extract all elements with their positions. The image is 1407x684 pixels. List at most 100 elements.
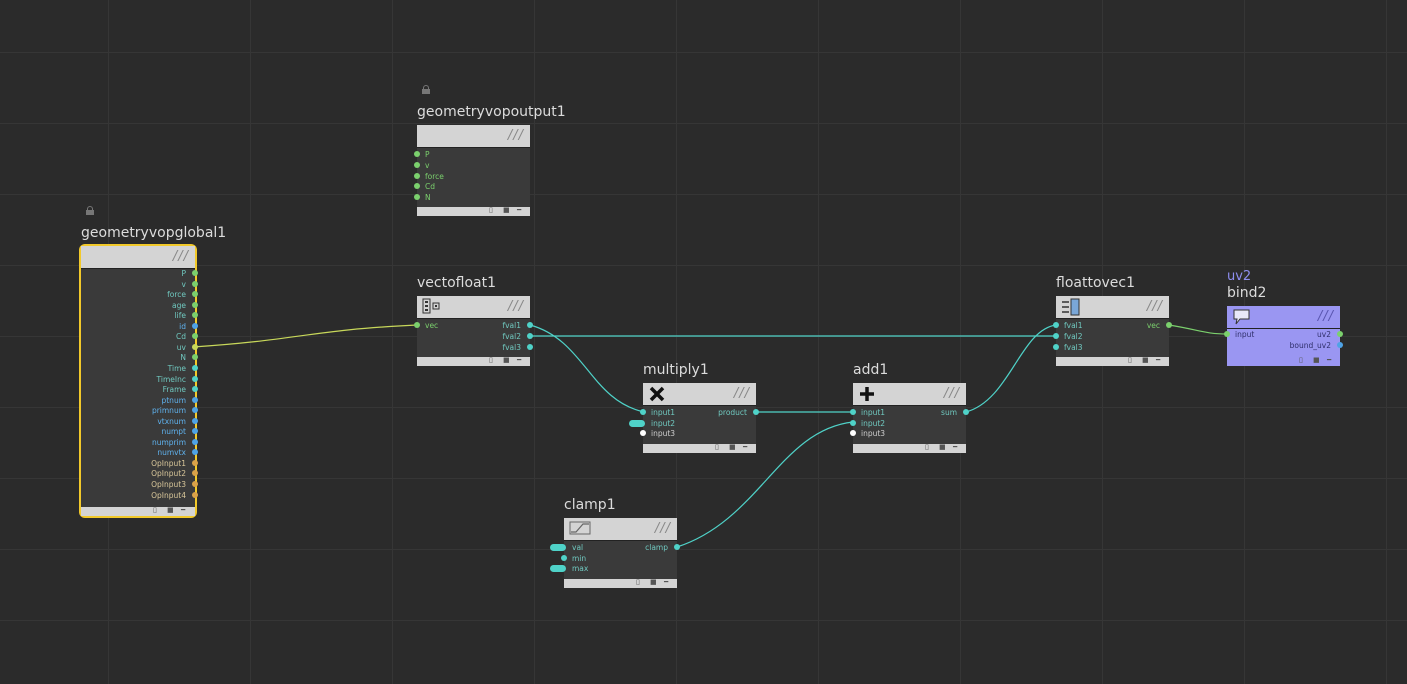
node-header[interactable]: /// bbox=[643, 383, 756, 406]
wire-vec-to-bind-input[interactable] bbox=[1168, 324, 1228, 335]
input-connector[interactable] bbox=[640, 409, 646, 415]
footer-icon: ▯ bbox=[925, 443, 929, 451]
output-connector[interactable] bbox=[192, 364, 198, 371]
wire-clamp-to-add-input2[interactable] bbox=[676, 421, 854, 548]
node-header[interactable]: /// bbox=[81, 246, 195, 269]
node-footer: ▯ ■ ━ bbox=[417, 206, 530, 216]
port-label: Time bbox=[167, 363, 186, 373]
input-connector[interactable] bbox=[414, 161, 420, 168]
input-connector[interactable] bbox=[850, 409, 856, 415]
input-connector[interactable] bbox=[550, 565, 566, 572]
output-connector[interactable] bbox=[1337, 331, 1343, 337]
input-connector[interactable] bbox=[850, 430, 856, 436]
node-header[interactable]: /// bbox=[853, 383, 966, 406]
output-connector[interactable] bbox=[192, 396, 198, 403]
output-connector[interactable] bbox=[192, 375, 198, 382]
output-connector[interactable] bbox=[192, 438, 198, 445]
port-label: force bbox=[167, 290, 186, 300]
output-connector[interactable] bbox=[192, 322, 198, 329]
port-label: clamp bbox=[645, 543, 668, 552]
output-connector[interactable] bbox=[527, 332, 533, 339]
wire-sum-to-floattovec-fval1[interactable] bbox=[965, 324, 1057, 413]
node-flags-icon: /// bbox=[507, 128, 524, 143]
port-label: input1 bbox=[861, 408, 886, 417]
input-connector[interactable] bbox=[1053, 332, 1059, 339]
port-label: TimeInc bbox=[156, 374, 186, 384]
output-connector[interactable] bbox=[192, 470, 198, 477]
lock-icon[interactable] bbox=[86, 206, 94, 215]
output-connector[interactable] bbox=[192, 354, 198, 361]
input-connector[interactable] bbox=[414, 194, 420, 201]
wire-uv-to-vec[interactable] bbox=[192, 324, 418, 348]
node-header[interactable]: /// bbox=[564, 518, 677, 541]
output-connector[interactable] bbox=[192, 491, 198, 498]
output-connector[interactable] bbox=[192, 280, 198, 287]
output-connector[interactable] bbox=[192, 407, 198, 414]
input-connector[interactable] bbox=[414, 183, 420, 190]
port-label: uv2 bbox=[1317, 330, 1331, 339]
input-connector[interactable] bbox=[1053, 343, 1059, 350]
node-header[interactable]: /// bbox=[417, 296, 530, 319]
output-connector[interactable] bbox=[192, 428, 198, 435]
input-connector[interactable] bbox=[550, 544, 566, 551]
output-connector[interactable] bbox=[192, 270, 198, 276]
input-connector[interactable] bbox=[850, 419, 856, 426]
node-header[interactable]: /// bbox=[1056, 296, 1169, 319]
output-connector[interactable] bbox=[192, 301, 198, 308]
output-connector[interactable] bbox=[192, 291, 198, 298]
footer-icon: ━ bbox=[1327, 356, 1332, 364]
vector-split-icon bbox=[422, 298, 440, 314]
output-connector[interactable] bbox=[192, 417, 198, 424]
footer-icon: ■ bbox=[503, 206, 510, 214]
footer-icon: ━ bbox=[664, 578, 669, 586]
output-connector[interactable] bbox=[192, 459, 198, 466]
input-connector[interactable] bbox=[1224, 331, 1230, 337]
output-connector[interactable] bbox=[527, 343, 533, 350]
node-header[interactable]: /// bbox=[417, 125, 530, 148]
output-connector[interactable] bbox=[1337, 342, 1343, 348]
input-connector[interactable] bbox=[414, 172, 420, 179]
node-flags-icon: /// bbox=[1146, 299, 1163, 314]
output-connector[interactable] bbox=[192, 449, 198, 456]
input-connector[interactable] bbox=[1053, 322, 1059, 328]
input-connector[interactable] bbox=[561, 554, 567, 561]
input-connector[interactable] bbox=[414, 151, 420, 157]
input-connector[interactable] bbox=[640, 430, 646, 436]
output-connector[interactable] bbox=[192, 386, 198, 393]
output-connector[interactable] bbox=[192, 312, 198, 319]
wire-fval1-to-multiply-input1[interactable] bbox=[529, 324, 645, 413]
output-connector[interactable] bbox=[963, 409, 969, 415]
lock-icon[interactable] bbox=[422, 85, 430, 94]
output-connector[interactable] bbox=[674, 544, 680, 550]
node-header[interactable]: /// bbox=[1227, 306, 1340, 329]
output-connector[interactable] bbox=[1166, 322, 1172, 328]
output-connector[interactable] bbox=[192, 481, 198, 487]
output-connector[interactable] bbox=[192, 333, 198, 340]
input-connector[interactable] bbox=[414, 322, 420, 328]
footer-icon: ■ bbox=[729, 443, 736, 451]
output-connector[interactable] bbox=[192, 343, 198, 350]
output-connector[interactable] bbox=[527, 322, 533, 328]
output-connector[interactable] bbox=[753, 409, 759, 415]
port-label: primnum bbox=[151, 406, 186, 416]
input-connector[interactable] bbox=[629, 419, 645, 427]
footer-icon: ▯ bbox=[715, 443, 719, 451]
